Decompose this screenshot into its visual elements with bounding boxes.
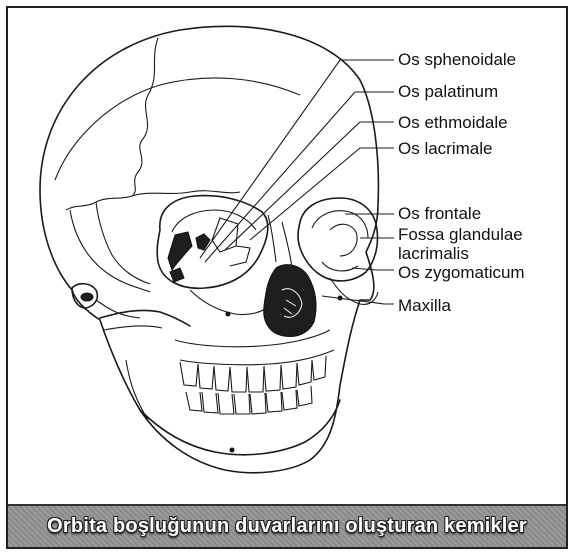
figure-caption: Orbita boşluğunun duvarlarını oluşturan … xyxy=(47,515,527,537)
caption-bar: Orbita boşluğunun duvarlarını oluşturan … xyxy=(8,504,566,547)
label-os-palatinum: Os palatinum xyxy=(398,82,499,101)
label-os-frontale: Os frontale xyxy=(398,204,482,223)
label-os-lacrimale: Os lacrimale xyxy=(398,139,493,158)
label-maxilla: Maxilla xyxy=(398,296,451,315)
label-fossa-glandulae: Fossa glandulae xyxy=(398,225,523,244)
label-os-zygomaticum: Os zygomaticum xyxy=(398,263,525,282)
label-lacrimalis: lacrimalis xyxy=(398,244,469,263)
label-os-ethmoidale: Os ethmoidale xyxy=(398,113,508,132)
label-os-sphenoidale: Os sphenoidale xyxy=(398,50,517,69)
